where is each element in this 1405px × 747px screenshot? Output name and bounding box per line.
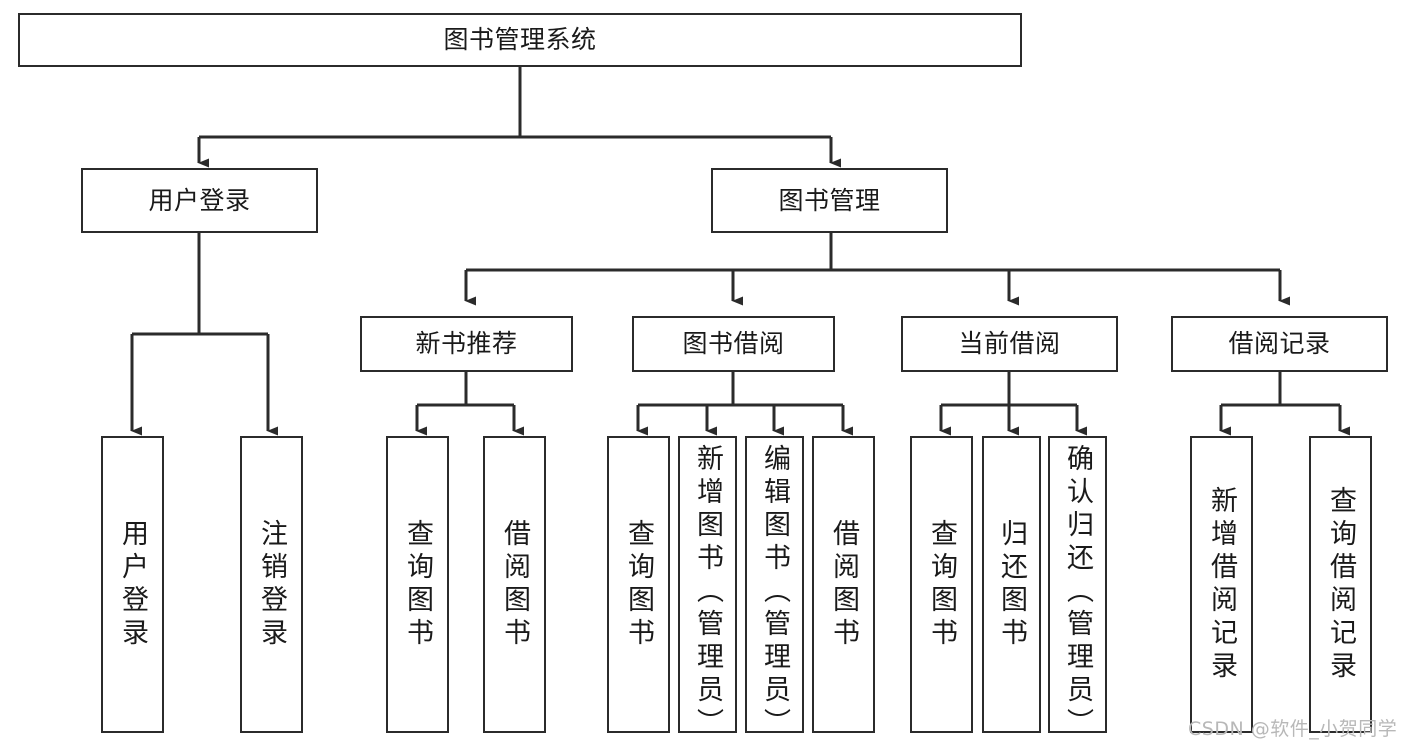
- node-label: 借阅图书: [828, 518, 859, 651]
- leaf-return-book[interactable]: 归还图书: [982, 436, 1041, 733]
- node-label: 新书推荐: [415, 329, 518, 359]
- node-label: 图书管理系统: [443, 25, 597, 55]
- node-current-borrow[interactable]: 当前借阅: [901, 316, 1118, 372]
- node-label: 查询图书: [926, 518, 957, 651]
- leaf-query-book-current[interactable]: 查询图书: [910, 436, 973, 733]
- node-borrow-record[interactable]: 借阅记录: [1171, 316, 1388, 372]
- node-label: 注销登录: [256, 518, 287, 651]
- node-label: 借阅记录: [1228, 329, 1331, 359]
- node-label: 归还图书: [996, 518, 1027, 651]
- node-root-book-management-system[interactable]: 图书管理系统: [18, 13, 1022, 67]
- node-book-borrow[interactable]: 图书借阅: [632, 316, 835, 372]
- node-label: 新增图书（管理员）: [692, 444, 723, 733]
- node-label: 图书管理: [778, 185, 881, 215]
- leaf-edit-book-admin[interactable]: 编辑图书（管理员）: [745, 436, 804, 733]
- node-label: 用户登录: [148, 185, 251, 215]
- node-label: 编辑图书（管理员）: [759, 444, 790, 733]
- node-new-book-recommend[interactable]: 新书推荐: [360, 316, 573, 372]
- node-label: 确认归还（管理员）: [1062, 444, 1093, 733]
- node-user-login[interactable]: 用户登录: [81, 168, 318, 233]
- node-label: 查询图书: [402, 518, 433, 651]
- leaf-query-borrow-record[interactable]: 查询借阅记录: [1309, 436, 1372, 733]
- leaf-borrow-book[interactable]: 借阅图书: [812, 436, 875, 733]
- node-label: 新增借阅记录: [1206, 485, 1237, 684]
- leaf-add-borrow-record[interactable]: 新增借阅记录: [1190, 436, 1253, 733]
- node-label: 用户登录: [117, 518, 148, 651]
- leaf-user-login[interactable]: 用户登录: [101, 436, 164, 733]
- leaf-query-book-recommend[interactable]: 查询图书: [386, 436, 449, 733]
- node-label: 查询借阅记录: [1325, 485, 1356, 684]
- node-book-manage[interactable]: 图书管理: [711, 168, 948, 233]
- node-label: 当前借阅: [958, 329, 1061, 359]
- node-label: 借阅图书: [499, 518, 530, 651]
- leaf-confirm-return-admin[interactable]: 确认归还（管理员）: [1048, 436, 1107, 733]
- leaf-user-logout[interactable]: 注销登录: [240, 436, 303, 733]
- node-label: 查询图书: [623, 518, 654, 651]
- node-label: 图书借阅: [682, 329, 785, 359]
- leaf-query-book-borrow[interactable]: 查询图书: [607, 436, 670, 733]
- leaf-borrow-book-recommend[interactable]: 借阅图书: [483, 436, 546, 733]
- leaf-add-book-admin[interactable]: 新增图书（管理员）: [678, 436, 737, 733]
- watermark: CSDN @软件_小贺同学: [1188, 718, 1398, 740]
